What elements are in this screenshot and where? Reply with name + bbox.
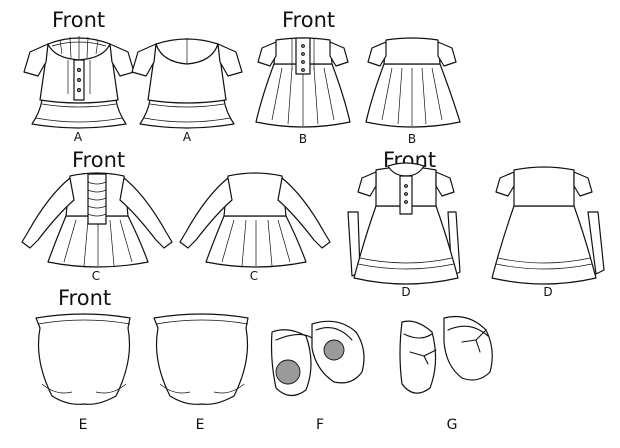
view-b-front-letter: B bbox=[298, 132, 308, 146]
view-c-back-drawing bbox=[179, 172, 331, 268]
view-e-front-title: Front bbox=[58, 286, 112, 310]
view-e-front-letter: E bbox=[78, 417, 88, 433]
view-c-front-drawing bbox=[21, 172, 173, 268]
view-a-front-letter: A bbox=[73, 130, 83, 144]
view-a-back-letter: A bbox=[182, 130, 192, 144]
view-b-back-letter: B bbox=[407, 132, 417, 146]
view-a-front-title: Front bbox=[52, 8, 106, 32]
view-e-back-drawing bbox=[153, 313, 249, 405]
view-d-front-drawing bbox=[347, 162, 461, 285]
view-a-back-drawing bbox=[131, 38, 243, 129]
view-c-front-letter: C bbox=[91, 269, 101, 283]
view-d-back-drawing bbox=[491, 166, 605, 285]
view-b-front-title: Front bbox=[282, 8, 336, 32]
view-c-back-letter: C bbox=[249, 269, 259, 283]
view-c-front-title: Front bbox=[72, 148, 126, 172]
view-g-drawing bbox=[399, 315, 493, 394]
view-d-back-letter: D bbox=[543, 285, 553, 299]
view-a-front-drawing bbox=[23, 36, 135, 129]
view-f-drawing bbox=[270, 320, 365, 397]
view-g-letter: G bbox=[446, 417, 458, 433]
view-b-front-drawing bbox=[255, 37, 351, 128]
view-e-back-letter: E bbox=[195, 417, 205, 433]
view-f-letter: F bbox=[315, 417, 325, 433]
view-e-front-drawing bbox=[35, 313, 131, 405]
view-b-back-drawing bbox=[365, 37, 461, 128]
view-d-front-letter: D bbox=[401, 285, 411, 299]
